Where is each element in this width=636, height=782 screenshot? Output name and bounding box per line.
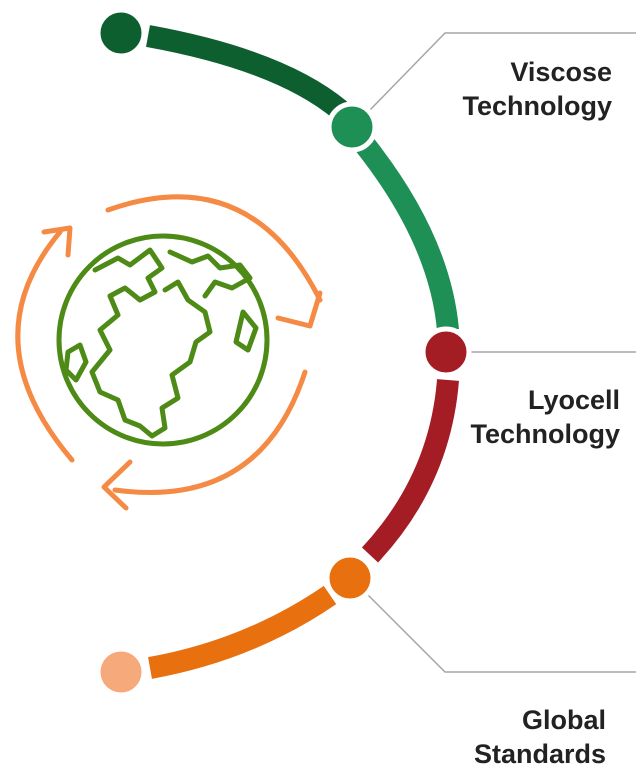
lyocell-technology-label: Lyocell Technology bbox=[470, 383, 620, 451]
globe-landmass-americas bbox=[89, 247, 213, 439]
globe-icon bbox=[56, 233, 270, 447]
globe-landmass-east bbox=[233, 309, 259, 353]
lyocell-node-dot bbox=[420, 326, 472, 378]
viscose-technology-label: Viscose Technology bbox=[462, 55, 612, 123]
recycle-arrowhead-bottom bbox=[101, 459, 133, 511]
recycle-arrowhead-top bbox=[275, 290, 323, 329]
lyocell-label-line2: Technology bbox=[470, 419, 620, 449]
globe-landmass-north bbox=[167, 249, 253, 299]
timeline-arc bbox=[146, 25, 459, 679]
recycle-arrow-top bbox=[105, 194, 323, 303]
start-node-dot bbox=[95, 7, 147, 59]
globe-landmass-west bbox=[63, 342, 89, 383]
viscose-node-dot bbox=[326, 101, 378, 153]
global-node-dot bbox=[324, 552, 376, 604]
timeline-nodes bbox=[95, 7, 472, 698]
end-node-dot bbox=[95, 646, 147, 698]
recycle-arrows-icon bbox=[15, 194, 323, 511]
global-label-line1: Global bbox=[521, 705, 606, 735]
lyocell-label-line1: Lyocell bbox=[527, 385, 620, 415]
viscose-label-line2: Technology bbox=[462, 91, 612, 121]
arc-segment-global bbox=[148, 585, 337, 679]
recycle-arrowhead-left bbox=[41, 225, 73, 258]
connector-viscose bbox=[367, 32, 636, 113]
global-standards-label: Global Standards bbox=[474, 703, 606, 771]
viscose-label-line1: Viscose bbox=[510, 57, 612, 87]
connector-lines bbox=[367, 32, 636, 673]
globe-outline bbox=[56, 233, 270, 447]
global-label-line2: Standards bbox=[473, 739, 606, 769]
connector-global bbox=[367, 594, 636, 673]
recycle-arrow-left bbox=[15, 229, 75, 463]
arc-segment-top bbox=[146, 25, 348, 119]
arc-segment-lyocell bbox=[361, 379, 459, 563]
arc-segment-viscose bbox=[356, 138, 459, 332]
recycle-arrow-bottom bbox=[112, 369, 308, 496]
